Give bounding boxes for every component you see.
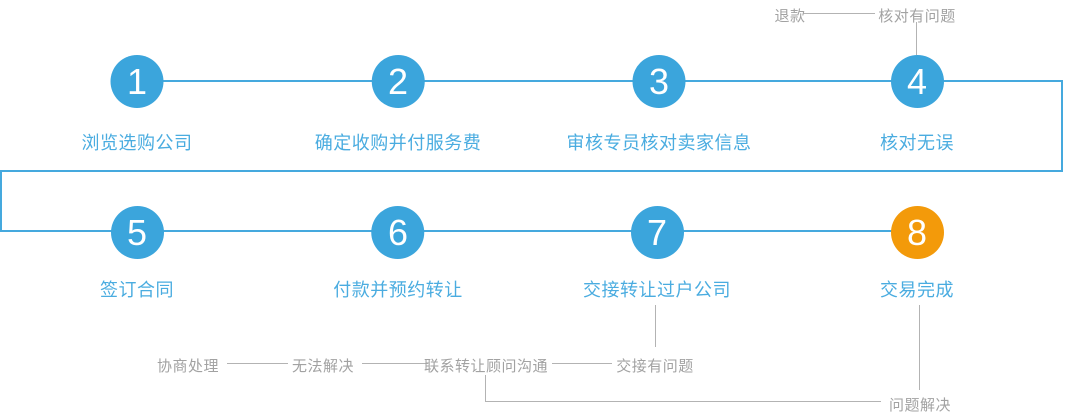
step-8-number: 8 <box>906 211 928 253</box>
step-4-label: 核对无误 <box>880 133 954 153</box>
step-3: 3 审核专员核对卖家信息 <box>567 55 752 155</box>
flow-line-row1 <box>137 80 1063 82</box>
contact-advisor-label: 联系转让顾问沟通 <box>423 358 549 375</box>
flow-line-right-drop <box>1061 80 1063 172</box>
unsolved-label: 无法解决 <box>291 358 355 375</box>
step-7-label: 交接转让过户公司 <box>583 280 731 300</box>
flow-line-row2 <box>0 230 917 232</box>
step-4-circle: 4 <box>890 55 944 108</box>
handover-issue-label: 交接有问题 <box>616 358 694 375</box>
negotiate-label: 协商处理 <box>156 358 220 375</box>
step-5-label: 签订合同 <box>100 280 174 300</box>
step-7-circle: 7 <box>630 206 684 259</box>
solved-connector-line <box>485 401 881 402</box>
step-7: 7 交接转让过户公司 <box>583 206 731 302</box>
step-6: 6 付款并预约转让 <box>333 206 463 302</box>
flow-line-return <box>0 170 1063 172</box>
step-4: 4 核对无误 <box>880 55 954 155</box>
step-6-circle: 6 <box>371 206 425 259</box>
step-8-label: 交易完成 <box>880 280 954 300</box>
step-8-circle: 8 <box>890 206 944 259</box>
step-1-label: 浏览选购公司 <box>81 133 193 153</box>
step-3-label: 审核专员核对卖家信息 <box>566 133 752 153</box>
step-1: 1 浏览选购公司 <box>82 55 193 155</box>
refund-label: 退款 <box>774 8 806 25</box>
step-4-number: 4 <box>906 60 928 102</box>
negotiate-connector-line <box>227 363 288 364</box>
step-3-circle: 3 <box>632 55 686 108</box>
contact-down-line <box>485 375 486 402</box>
step-2-number: 2 <box>387 60 409 102</box>
refund-connector-line <box>803 13 875 14</box>
step-3-number: 3 <box>648 60 670 102</box>
step-1-number: 1 <box>126 60 148 102</box>
solved-up-line <box>919 305 920 390</box>
check-issue-drop-line <box>916 22 917 55</box>
step-5-circle: 5 <box>110 206 164 259</box>
step-5: 5 签订合同 <box>100 206 174 302</box>
step-2-label: 确定收购并付服务费 <box>314 133 482 153</box>
step-2-circle: 2 <box>371 55 425 108</box>
step-7-number: 7 <box>646 211 668 253</box>
handover-issue-drop-line <box>655 305 656 347</box>
step-2: 2 确定收购并付服务费 <box>315 55 482 155</box>
step-6-label: 付款并预约转让 <box>333 280 463 300</box>
flow-line-left-drop <box>0 170 2 232</box>
step-6-number: 6 <box>387 211 409 253</box>
step-8: 8 交易完成 <box>880 206 954 302</box>
contact-connector-line <box>552 363 612 364</box>
step-1-circle: 1 <box>110 55 164 108</box>
step-5-number: 5 <box>126 211 148 253</box>
solved-label: 问题解决 <box>888 397 952 414</box>
check-issue-label: 核对有问题 <box>878 8 956 25</box>
unsolved-connector-line <box>362 363 428 364</box>
